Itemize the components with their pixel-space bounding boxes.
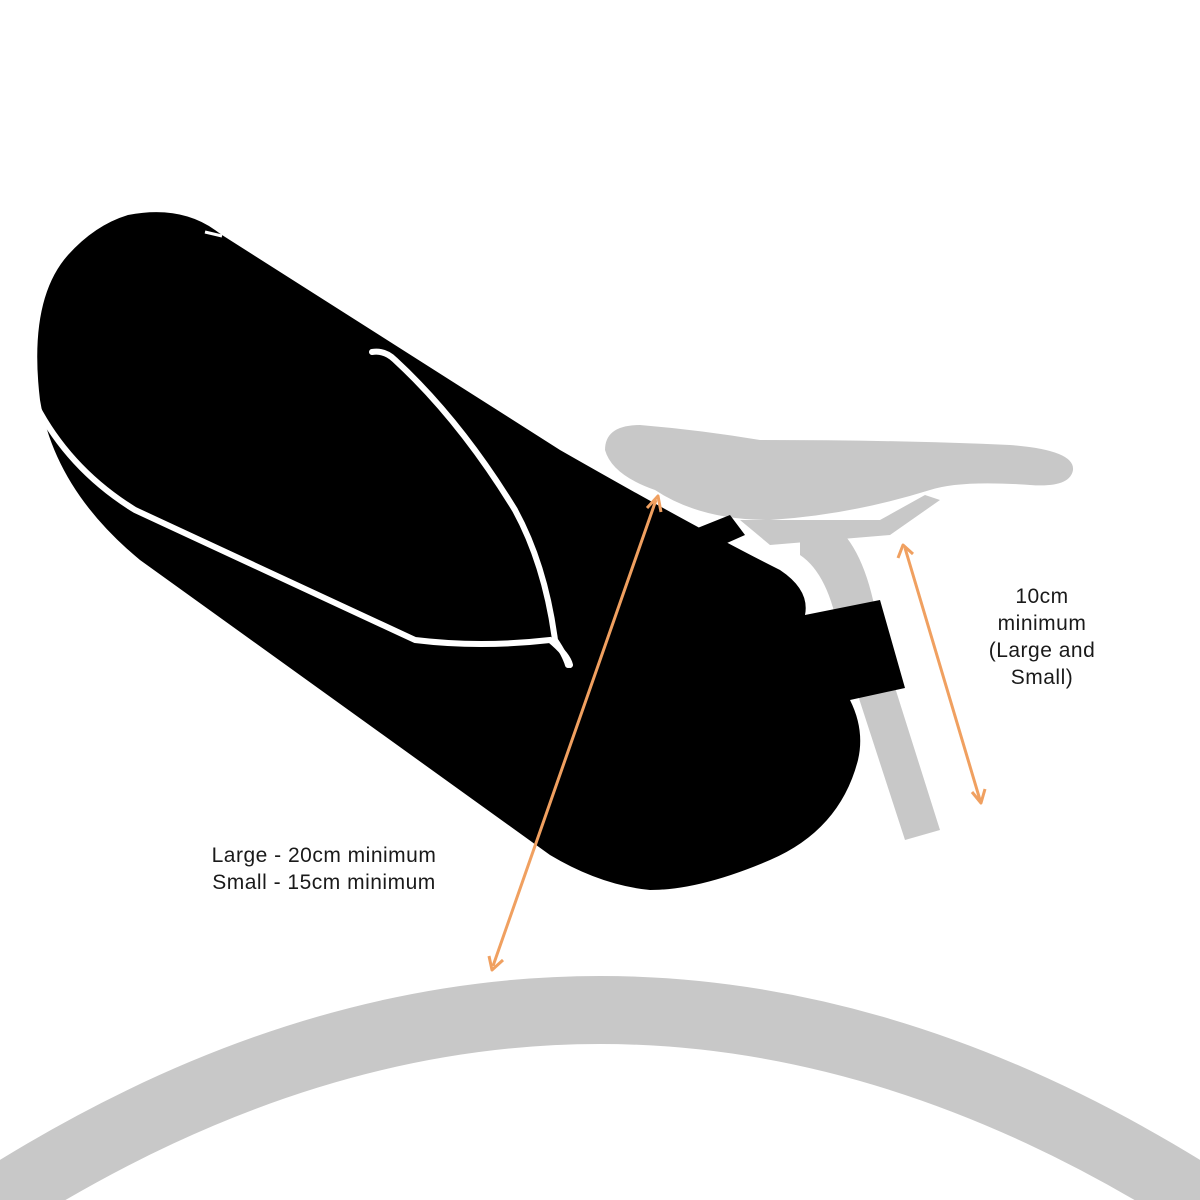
rear-wheel-tyre [0,976,1200,1200]
seatpost-clearance-line-3: (Large and [989,639,1096,662]
seatpost-clearance-line-4: Small) [1011,666,1074,689]
tyre-clearance-line-2: Small - 15cm minimum [212,871,436,894]
seatpost-clearance-arrow [896,543,987,805]
tyre-clearance-arrow [487,494,663,972]
tyre-clearance-line-1: Large - 20cm minimum [212,844,437,867]
saddle-bag [37,212,905,891]
saddle [605,425,1074,520]
seatpost-clearance-line-1: 10cm [1015,585,1068,608]
bag-top-strap [680,515,745,555]
bag-seam-trim [369,348,571,668]
seatpost-clearance-label: 10cm minimum (Large and Small) [989,585,1096,689]
tyre-clearance-label: Large - 20cm minimum Small - 15cm minimu… [212,844,437,894]
seatpost-clearance-line-2: minimum [998,612,1087,635]
bag-rolltop-edge [204,230,223,238]
saddle-rails [740,495,940,545]
